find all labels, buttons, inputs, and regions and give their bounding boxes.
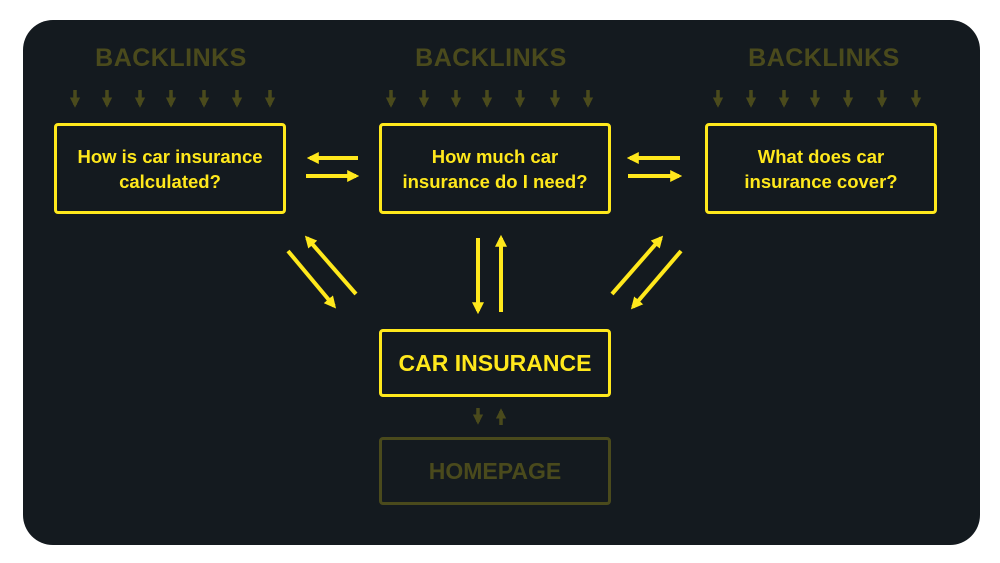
link-arrows-center-right [626,152,683,182]
topic-box-left: How is car insurance calculated? [54,123,286,214]
link-arrows-left-hub [286,235,358,309]
topic-label-right: What does car insurance cover? [744,145,898,192]
backlinks-label-left: BACKLINKS [95,44,247,72]
link-arrows-left-center [306,152,360,182]
hub-box: CAR INSURANCE [379,329,611,397]
topic-label-center: How much car insurance do I need? [402,145,588,192]
backlink-arrows-left [69,90,276,108]
backlinks-label-center: BACKLINKS [415,44,567,72]
homepage-box: HOMEPAGE [379,437,611,505]
backlink-arrows-right [712,90,922,108]
topic-box-center: How much car insurance do I need? [379,123,611,214]
link-arrows-right-hub [610,235,683,310]
hub-label: CAR INSURANCE [398,349,592,376]
backlinks-label-right: BACKLINKS [748,44,900,72]
topic-label-left: How is car insurance calculated? [77,145,263,192]
link-arrows-hub-homepage [472,408,507,425]
backlink-arrows-center [385,90,594,108]
topic-box-right: What does car insurance cover? [705,123,937,214]
homepage-label: HOMEPAGE [428,457,562,484]
link-arrows-center-hub [472,234,507,315]
